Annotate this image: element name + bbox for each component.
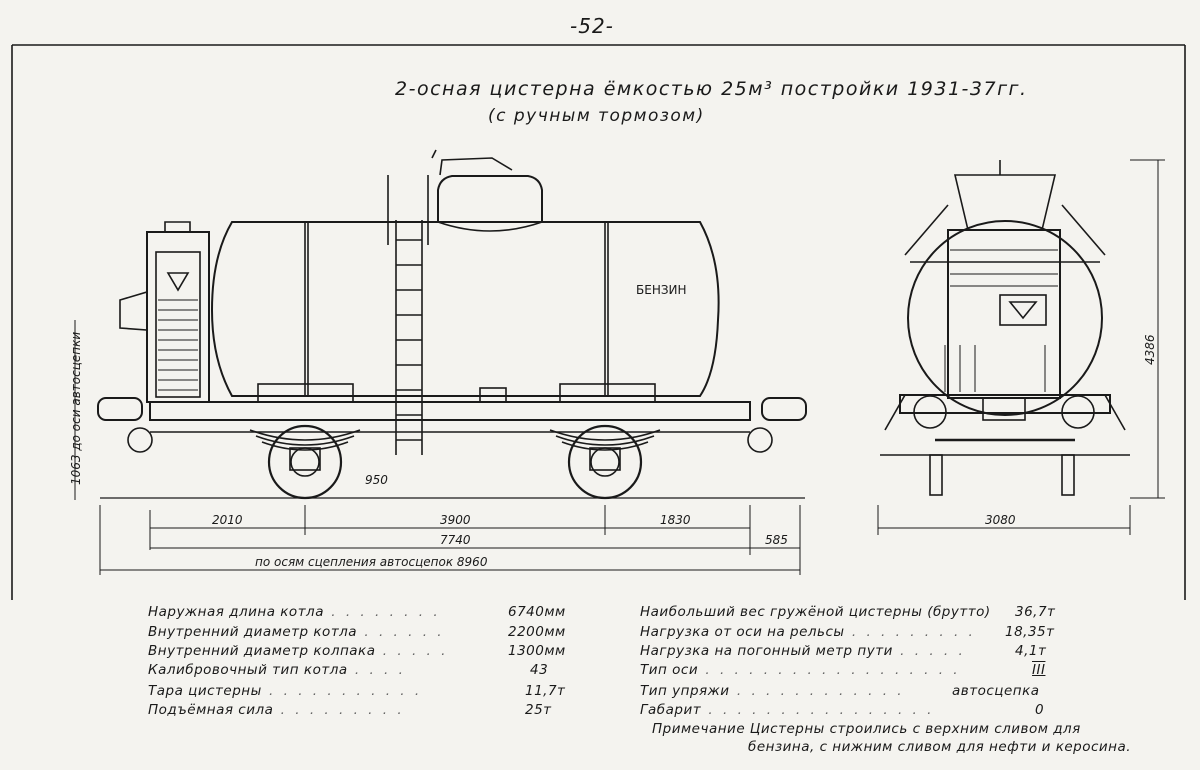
spec-value: 1300мм: [508, 643, 566, 659]
sheet-frame: [11, 44, 1186, 600]
spec-label: Наибольший вес гружёной цистерны (брутто…: [640, 604, 991, 620]
dim-7740: 7740: [440, 533, 471, 547]
spec-label: Внутренний диаметр котла: [148, 624, 358, 640]
spec-value: III: [1032, 662, 1046, 678]
spec-row: Тип упряжи . . . . . . . . . . . . автос…: [640, 683, 1040, 699]
spec-row: Калибровочный тип котла . . . . 43: [148, 662, 549, 678]
technical-drawing: 2010 3900 1830 7740 585 950 по осям сцеп…: [11, 44, 1186, 600]
brake-cabin: [119, 221, 210, 403]
tank-body: [210, 221, 720, 397]
spec-label: Габарит: [640, 702, 702, 718]
spec-value: 11,7т: [525, 683, 566, 699]
ladder: [387, 175, 429, 455]
page-number: -52-: [570, 14, 614, 38]
tank-label: БЕНЗИН: [636, 283, 687, 297]
dim-3080: 3080: [985, 513, 1016, 527]
note-line-1: Примечание Цистерны строились с верхним …: [652, 721, 1081, 737]
dim-1830: 1830: [660, 513, 691, 527]
couplers: [97, 397, 807, 453]
spec-row: Внутренний диаметр колпака . . . . . 130…: [148, 643, 566, 659]
spec-value: 18,35т: [1005, 624, 1055, 640]
wheelsets: [249, 424, 661, 500]
spec-label: Нагрузка на погонный метр пути: [640, 643, 893, 659]
tank-dome: [431, 149, 543, 232]
dim-4386: 4386: [1143, 334, 1157, 365]
end-view: [880, 160, 1130, 496]
spec-row: Тип оси . . . . . . . . . . . . . . . . …: [640, 662, 1046, 678]
drawing-subtitle: (с ручным тормозом): [488, 106, 705, 126]
dim-2010: 2010: [212, 513, 243, 527]
spec-row: Подъёмная сила . . . . . . . . . 25т: [148, 702, 552, 718]
dim-1063: 1063 до оси автосцепки: [69, 332, 83, 485]
spec-row: Нагрузка на погонный метр пути . . . . .…: [640, 643, 1047, 659]
spec-row: Внутренний диаметр котла . . . . . . 220…: [148, 624, 566, 640]
spec-value: 0: [1035, 702, 1045, 718]
spec-value: автосцепка: [952, 683, 1040, 699]
spec-label: Тара цистерны: [148, 683, 262, 699]
drawing-title: 2-осная цистерна ёмкостью 25м³ постройки…: [395, 78, 1028, 100]
spec-label: Калибровочный тип котла: [148, 662, 348, 678]
spec-label: Наружная длина котла: [148, 604, 324, 620]
spec-label: Подъёмная сила: [148, 702, 274, 718]
spec-value: 25т: [525, 702, 552, 718]
spec-value: 2200мм: [508, 624, 566, 640]
side-view: [97, 149, 807, 500]
spec-row: Наружная длина котла . . . . . . . . 674…: [148, 604, 566, 620]
dim-585: 585: [765, 533, 788, 547]
note-line-2: бензина, с нижним сливом для нефти и кер…: [748, 739, 1132, 755]
spec-label: Тип упряжи: [640, 683, 730, 699]
spec-label: Нагрузка от оси на рельсы: [640, 624, 845, 640]
spec-value: 4,1т: [1015, 643, 1047, 659]
spec-row: Наибольший вес гружёной цистерны (брутто…: [640, 604, 1070, 620]
spec-value: 6740мм: [508, 604, 566, 620]
end-dimensions: [877, 159, 1165, 535]
spec-label: Внутренний диаметр колпака: [148, 643, 376, 659]
spec-row: Тара цистерны . . . . . . . . . . . 11,7…: [148, 683, 566, 699]
dim-3900: 3900: [440, 513, 471, 527]
underframe: [149, 383, 751, 433]
spec-row: Габарит . . . . . . . . . . . . . . . . …: [640, 702, 1045, 718]
spec-value: 43: [530, 662, 549, 678]
spec-row: Нагрузка от оси на рельсы . . . . . . . …: [640, 624, 1055, 640]
dim-8960: по осям сцепления автосцепок 8960: [255, 555, 488, 569]
spec-value: 36,7т: [1015, 604, 1056, 620]
dim-950: 950: [365, 473, 388, 487]
spec-label: Тип оси: [640, 662, 699, 678]
side-dimensions: [74, 320, 801, 575]
